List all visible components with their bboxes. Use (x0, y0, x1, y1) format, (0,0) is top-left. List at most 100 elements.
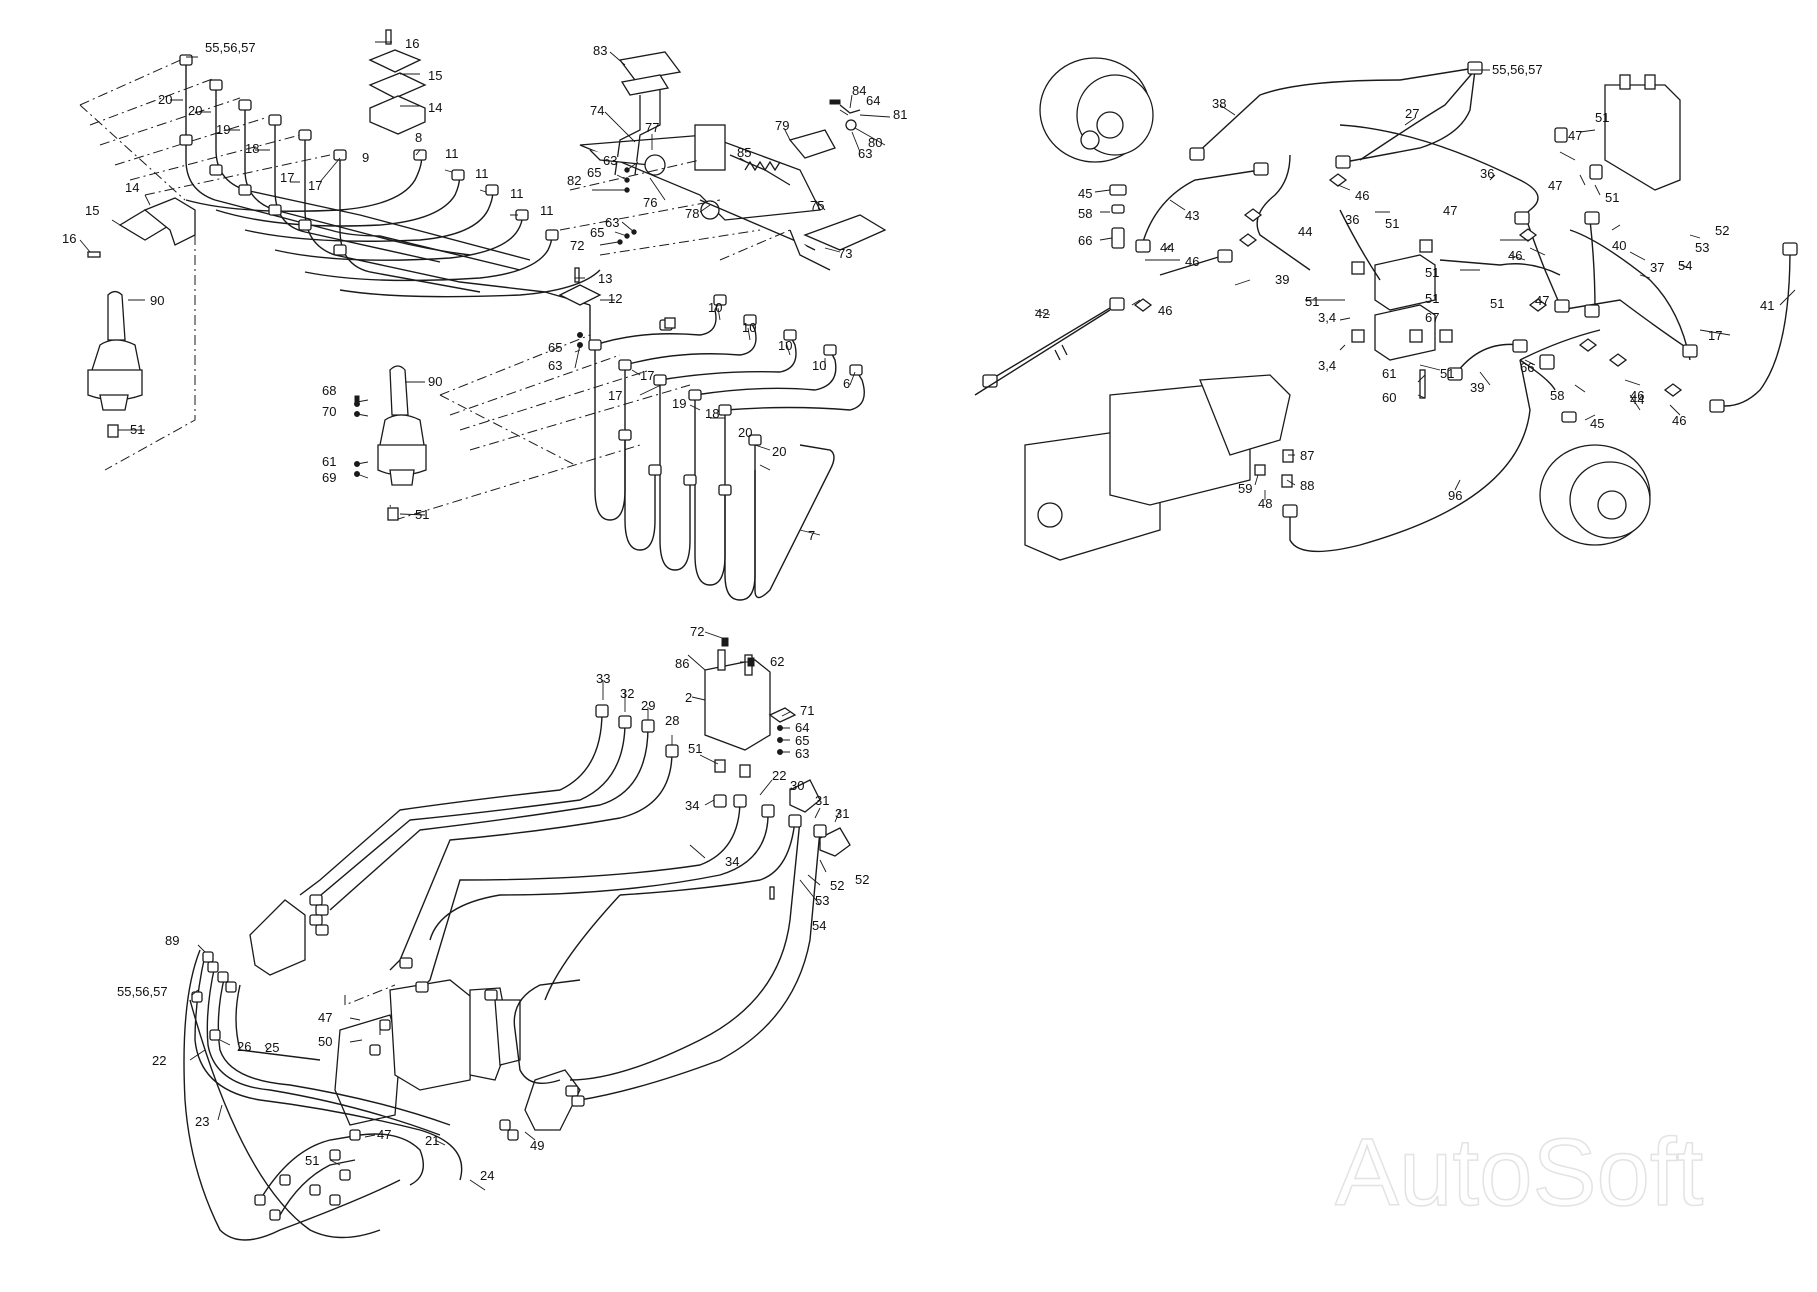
callout-label: 73 (838, 246, 852, 261)
joystick-1 (87, 290, 143, 438)
callout-label: 42 (1035, 306, 1049, 321)
callout-label: 28 (665, 713, 679, 728)
callout-label: 51 (1605, 190, 1619, 205)
callout-label: 21 (425, 1133, 439, 1148)
callout-label: 7 (808, 528, 815, 543)
callout-label: 17 (1708, 328, 1722, 343)
callout-label: 13 (598, 271, 612, 286)
callout-label: 51 (1490, 296, 1504, 311)
callout-label: 46 (1630, 388, 1644, 403)
callout-label: 51 (1595, 110, 1609, 125)
callout-label: 47 (377, 1127, 391, 1142)
pedal-assembly-group: 83 74 77 63 65 82 76 78 85 79 84 64 81 8… (559, 43, 907, 271)
callout-label: 2 (685, 690, 692, 705)
callout-label: 25 (265, 1040, 279, 1055)
callout-label: 15 (428, 68, 442, 83)
callout-label: 64 (866, 93, 880, 108)
callout-label: 72 (690, 624, 704, 639)
callout-label: 47 (1535, 293, 1549, 308)
callout-label: 52 (855, 872, 869, 887)
callout-label: 10 (742, 320, 756, 335)
callout-label: 32 (620, 686, 634, 701)
callout-label: 47 (1548, 178, 1562, 193)
callout-label: 17 (280, 170, 294, 185)
callout-label: 34 (685, 798, 699, 813)
callout-label: 46 (1355, 188, 1369, 203)
callout-label: 80 (868, 135, 882, 150)
callout-label: 20 (772, 444, 786, 459)
callout-label: 51 (1425, 265, 1439, 280)
callout-label: 59 (1238, 481, 1252, 496)
callout-label: 96 (1448, 488, 1462, 503)
callout-label: 47 (318, 1010, 332, 1025)
callout-label: 79 (775, 118, 789, 133)
callout-label: 19 (672, 396, 686, 411)
callout-label: 34 (725, 854, 739, 869)
callout-label: 90 (428, 374, 442, 389)
callout-label: 39 (1470, 380, 1484, 395)
callout-label: 31 (815, 793, 829, 808)
callout-label: 44 (1160, 240, 1174, 255)
callout-label: 39 (1275, 272, 1289, 287)
callout-label: 46 (1158, 303, 1172, 318)
callout-label: 66 (1078, 233, 1092, 248)
callout-label: 36 (1345, 212, 1359, 227)
callout-label: 46 (1672, 413, 1686, 428)
pump-circuit-group: 72 86 62 2 71 64 65 63 33 32 29 28 51 22… (117, 624, 869, 1241)
callout-label: 63 (795, 746, 809, 761)
callout-label: 55,56,57 (117, 984, 168, 999)
callout-label: 14 (428, 100, 442, 115)
callout-label: 64 (795, 720, 809, 735)
callout-label: 6 (843, 376, 850, 391)
callout-label: 20 (158, 92, 172, 107)
callout-label: 31 (835, 806, 849, 821)
callout-label: 11 (475, 166, 489, 181)
callout-label: 54 (812, 918, 826, 933)
callout-label: 66 (1520, 360, 1534, 375)
callout-label: 33 (596, 671, 610, 686)
callout-label: 81 (893, 107, 907, 122)
callout-label: 24 (480, 1168, 494, 1183)
callout-label: 45 (1590, 416, 1604, 431)
callout-label: 51 (1440, 366, 1454, 381)
callout-label: 36 (1480, 166, 1494, 181)
callout-label: 29 (641, 698, 655, 713)
callout-label: 58 (1078, 206, 1092, 221)
callout-label: 53 (815, 893, 829, 908)
callout-label: 52 (830, 878, 844, 893)
callout-label: 65 (590, 225, 604, 240)
callout-label: 68 (322, 383, 336, 398)
callout-label: 9 (362, 150, 369, 165)
callout-label: 14 (125, 180, 139, 195)
joystick-pilot-lines-group: 55,56,57 16 15 14 20 20 19 18 17 17 9 8 … (62, 29, 865, 601)
callout-label: 50 (318, 1034, 332, 1049)
callout-label: 11 (510, 186, 524, 201)
callout-label: 62 (770, 654, 784, 669)
callout-label: 16 (405, 36, 419, 51)
callout-label: 51 (688, 741, 702, 756)
callout-label: 63 (605, 215, 619, 230)
callout-label: 65 (795, 733, 809, 748)
callout-label: 54 (1678, 258, 1692, 273)
callout-label: 17 (308, 178, 322, 193)
callout-label: 20 (188, 103, 202, 118)
callout-label: 49 (530, 1138, 544, 1153)
callout-label: 77 (645, 120, 659, 135)
watermark: AutoSoft (1335, 1119, 1703, 1226)
callout-label: 10 (778, 338, 792, 353)
callout-label: 85 (737, 145, 751, 160)
callout-label: 71 (800, 703, 814, 718)
callout-label: 10 (708, 300, 722, 315)
callout-label: 51 (415, 507, 429, 522)
callout-label: 18 (705, 406, 719, 421)
callout-label: 53 (1695, 240, 1709, 255)
callout-label: 17 (640, 368, 654, 383)
callout-label: 27 (1405, 106, 1419, 121)
callout-label: 37 (1650, 260, 1664, 275)
callout-label: 26 (237, 1039, 251, 1054)
callout-label: 22 (152, 1053, 166, 1068)
callout-label: 61 (1382, 366, 1396, 381)
callout-label: 55,56,57 (1492, 62, 1543, 77)
callout-label: 41 (1760, 298, 1774, 313)
